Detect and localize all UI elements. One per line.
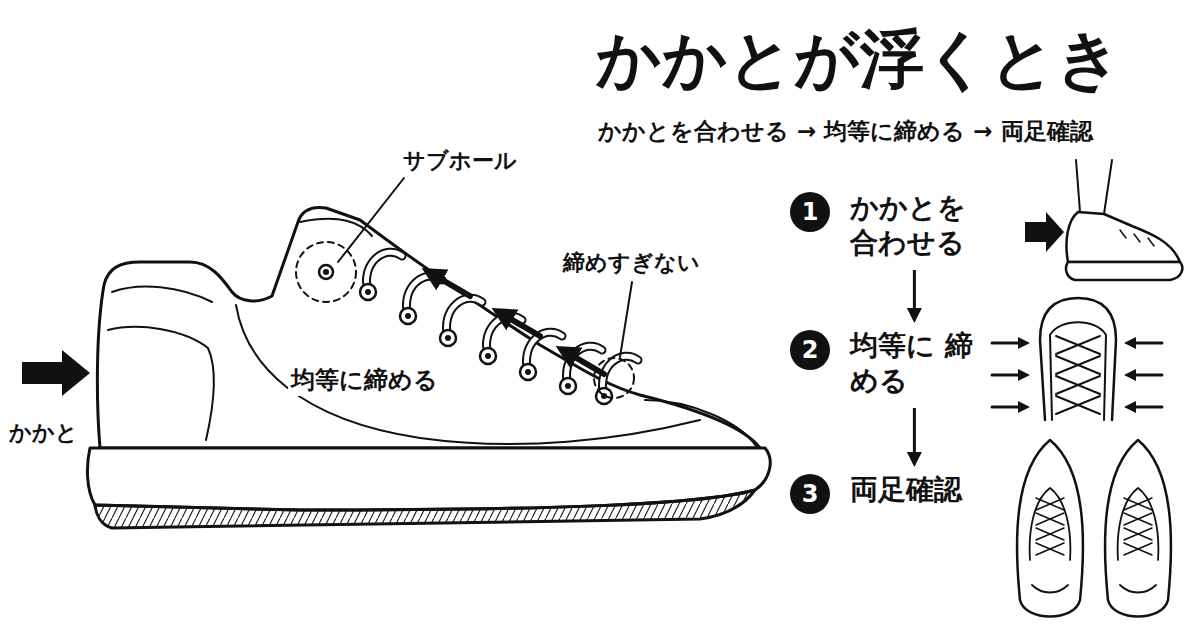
- flow-arrow: [913, 270, 916, 320]
- leg-line: [1076, 160, 1112, 214]
- step-number: 1: [790, 192, 830, 232]
- eyelet: [360, 284, 376, 300]
- leader-line: [620, 282, 632, 357]
- quarter-panel: [236, 305, 700, 444]
- part-label: サブホール: [400, 146, 520, 176]
- small-shoe: [1066, 212, 1180, 262]
- toe-cap: [645, 400, 756, 446]
- eyelet: [440, 330, 456, 346]
- step-node: 2 均等に 締める: [790, 328, 979, 398]
- eyelet: [319, 265, 333, 279]
- subtitle: かかとを合わせる → 均等に締める → 両足確認: [598, 116, 1093, 147]
- eyelet: [400, 308, 416, 324]
- top-view-shoe: [1105, 440, 1171, 617]
- part-label: かかと: [6, 418, 81, 448]
- step-text: 両足確認: [850, 472, 979, 507]
- pull-arrows: [432, 274, 604, 374]
- outsole: [95, 490, 755, 528]
- step-node: 1 かかとを 合わせる: [790, 190, 979, 260]
- step-number: 2: [790, 330, 830, 370]
- top-view-shoe: [1040, 298, 1116, 420]
- leader-line: [338, 178, 404, 262]
- title: かかとが浮くとき: [596, 24, 1122, 94]
- eyelet: [480, 348, 496, 364]
- collar-line: [112, 287, 212, 302]
- step-text: かかとを 合わせる: [850, 190, 979, 260]
- small-shoe-sole: [1066, 262, 1182, 280]
- eyelet: [560, 378, 576, 394]
- heel-arrow: [1025, 212, 1064, 252]
- note-label: 均等に締める: [288, 364, 441, 396]
- top-view-shoe: [1017, 440, 1083, 617]
- note-label: 締めすぎない: [560, 248, 703, 278]
- eyelet: [520, 364, 536, 380]
- step-number: 3: [790, 474, 830, 514]
- dashed-highlight: [594, 358, 634, 398]
- step-node: 3 両足確認: [790, 472, 979, 514]
- flow-arrow: [913, 408, 916, 464]
- heel-counter: [108, 327, 214, 440]
- step-text: 均等に 締める: [850, 328, 979, 398]
- shoe-upper: [97, 208, 760, 448]
- squeeze-arrows: [992, 343, 1162, 407]
- heel-arrow: [22, 350, 90, 396]
